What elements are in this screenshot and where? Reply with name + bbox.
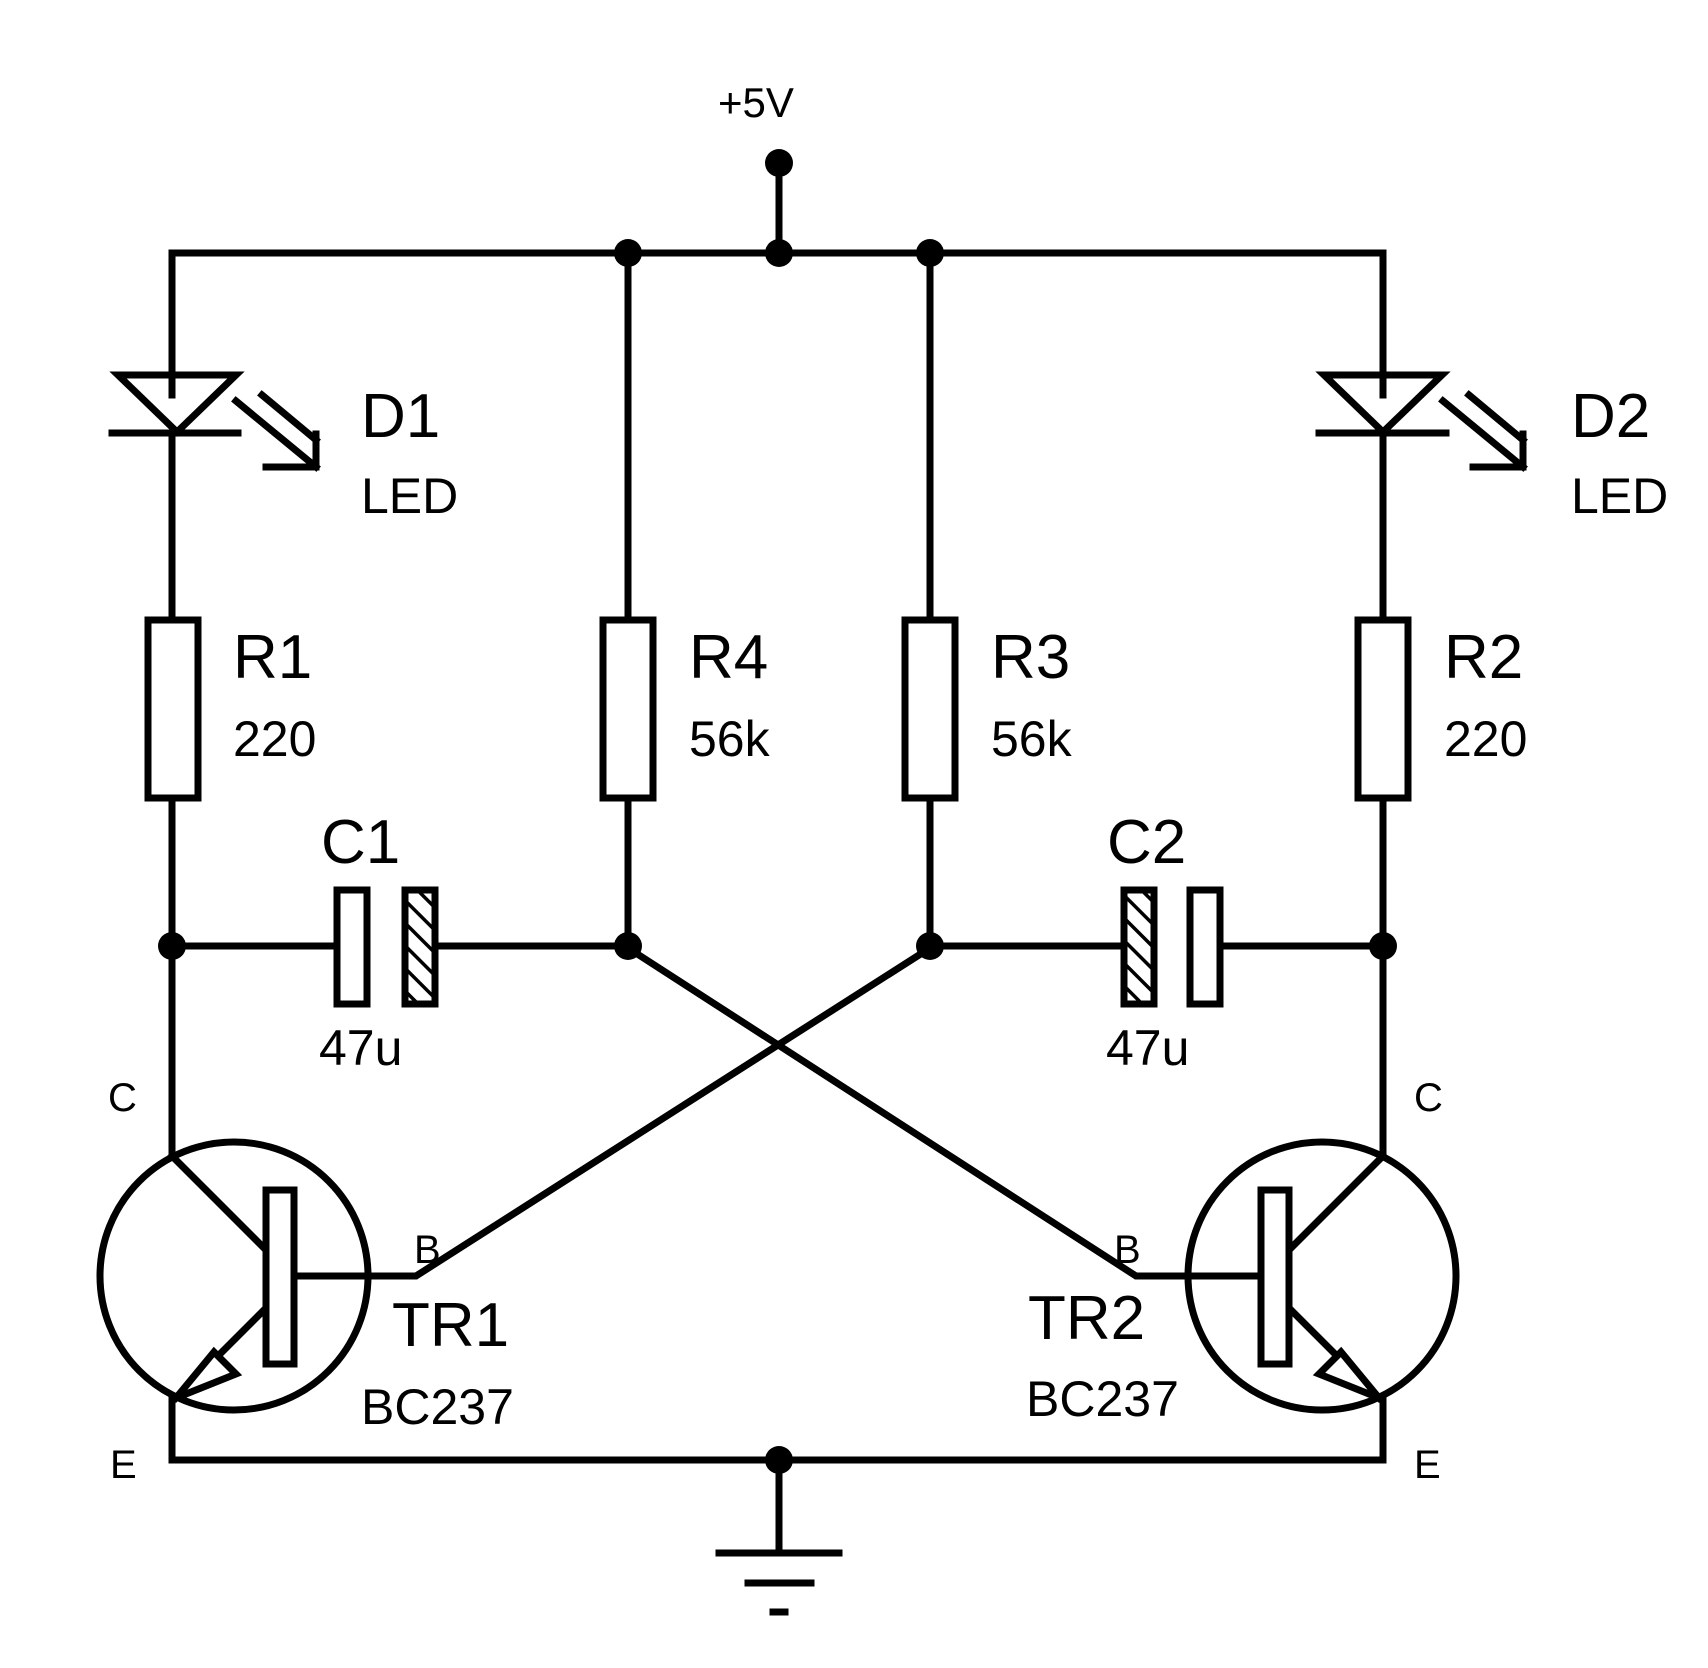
resistor-r2 <box>1354 616 1412 950</box>
tr2-collector-label: C <box>1414 1076 1443 1120</box>
c2-ref: C2 <box>1107 808 1186 877</box>
tr2-ref: TR2 <box>1028 1284 1145 1353</box>
supply-label: +5V <box>718 79 794 126</box>
resistor-r4 <box>599 249 657 952</box>
capacitor-c2 <box>926 886 1387 1008</box>
tr1-base-label: B <box>414 1228 441 1272</box>
r1-ref: R1 <box>233 623 312 692</box>
capacitor-c1 <box>168 886 632 1008</box>
c1-ref: C1 <box>321 808 400 877</box>
c2-value: 47u <box>1106 1020 1189 1076</box>
ground-symbol-icon <box>715 1549 843 1616</box>
d1-ref: D1 <box>361 382 440 451</box>
tr1-ref: TR1 <box>392 1291 509 1360</box>
tr1-value: BC237 <box>361 1379 514 1435</box>
ground-rail <box>168 1446 1387 1557</box>
d1-value: LED <box>361 468 458 524</box>
transistor-tr2 <box>1176 942 1460 1464</box>
tr2-base-label: B <box>1114 1228 1141 1272</box>
d2-ref: D2 <box>1571 382 1650 451</box>
d2-value: LED <box>1571 468 1668 524</box>
led-d1 <box>108 371 321 624</box>
tr1-emitter-label: E <box>110 1443 137 1487</box>
r2-value: 220 <box>1444 711 1527 767</box>
resistor-r3 <box>901 249 959 952</box>
r2-ref: R2 <box>1444 623 1523 692</box>
transistor-tr1 <box>96 942 376 1464</box>
supply-rail <box>168 149 1387 399</box>
r3-value: 56k <box>991 711 1073 767</box>
r4-ref: R4 <box>689 623 768 692</box>
r1-value: 220 <box>233 711 316 767</box>
cross-coupling-wires <box>368 943 1184 1280</box>
tr1-collector-label: C <box>108 1076 137 1120</box>
c1-value: 47u <box>319 1020 402 1076</box>
r3-ref: R3 <box>991 623 1070 692</box>
tr2-value: BC237 <box>1026 1371 1179 1427</box>
tr2-emitter-label: E <box>1414 1443 1441 1487</box>
resistor-r1 <box>144 616 202 950</box>
led-d2 <box>1315 371 1528 624</box>
r4-value: 56k <box>689 711 771 767</box>
